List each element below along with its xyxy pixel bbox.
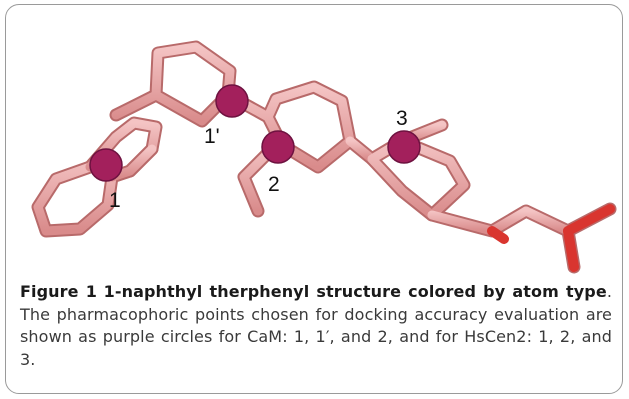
pharmacophore-points: [89, 84, 421, 182]
figure-caption: Figure 1 1-naphthyl therphenyl structure…: [20, 281, 612, 371]
caption-body: . The pharmacophoric points chosen for d…: [20, 282, 612, 369]
point-label-3: 3: [396, 107, 408, 130]
caption-title: 1-naphthyl therphenyl structure colored …: [103, 282, 607, 301]
point-label-1-prime: 1': [204, 125, 220, 148]
bonds-oxygen: [487, 204, 615, 272]
point-label-1: 1: [109, 189, 121, 212]
figure-frame: 1 1' 2 3 Figure 1 1-naphthyl therphenyl …: [5, 4, 623, 394]
point-label-2: 2: [268, 173, 280, 196]
pharmacophore-point-1-prime: [215, 84, 249, 118]
pharmacophore-point-2: [261, 130, 295, 164]
pharmacophore-point-3: [387, 130, 421, 164]
caption-label: Figure 1: [20, 282, 97, 301]
pharmacophore-point-1: [89, 148, 123, 182]
molecule-structure: 1 1' 2 3: [31, 40, 617, 274]
